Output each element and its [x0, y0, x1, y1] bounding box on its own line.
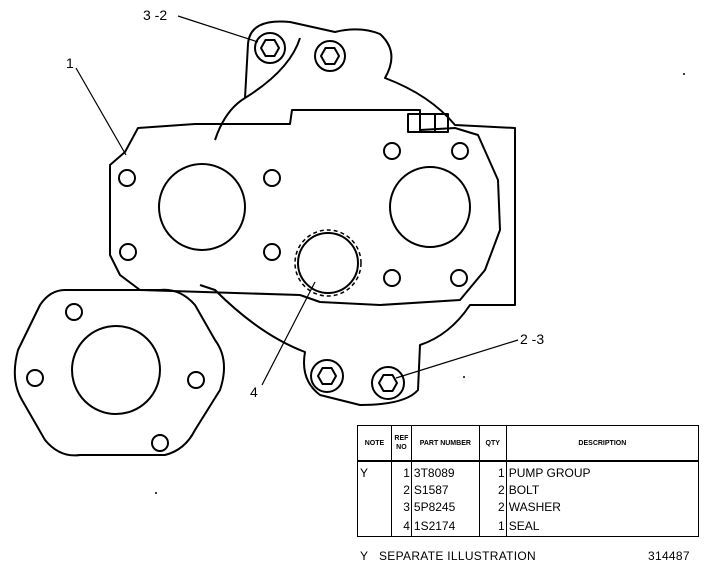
cell-qty: 1: [478, 461, 507, 482]
leader-1: [75, 67, 127, 156]
hole: [383, 142, 401, 160]
cell-qty: 2: [478, 499, 507, 516]
bolt-washer: [310, 359, 344, 393]
bore-right: [389, 166, 471, 248]
bolt-head: [317, 367, 337, 385]
table-row: 4 1S2174 1 SEAL: [357, 516, 700, 537]
header-note: NOTE: [357, 425, 392, 462]
bolt-head: [320, 47, 340, 65]
leader-2-3: [395, 339, 519, 379]
table-row: Y 1 3T8089 1 PUMP GROUP: [357, 461, 700, 482]
bore-left: [158, 163, 246, 251]
cell-part: 1S2174: [410, 516, 480, 537]
cell-qty: 1: [478, 516, 507, 537]
cell-part: 5P8245: [410, 499, 480, 516]
hole: [451, 142, 469, 160]
rear-housing: [199, 20, 516, 406]
hole: [383, 269, 401, 287]
hole: [187, 371, 205, 389]
header-part-number: PART NUMBER: [410, 425, 480, 462]
hole: [65, 303, 83, 321]
front-flange: [109, 109, 501, 306]
cell-ref: 4: [390, 516, 412, 537]
cell-qty: 2: [478, 482, 507, 499]
fitting: [407, 113, 449, 133]
parts-table: NOTE REF NO PART NUMBER QTY DESCRIPTION …: [357, 425, 700, 537]
cell-desc: BOLT: [505, 482, 700, 499]
hole: [26, 369, 44, 387]
cell-ref: 1: [390, 461, 412, 482]
bolt-head: [260, 39, 280, 57]
table-row: 2 S1587 2 BOLT: [357, 482, 700, 499]
leader-3-2: [177, 15, 259, 43]
dot: [463, 376, 465, 378]
leader-4: [261, 281, 316, 386]
top-ear: [244, 37, 301, 99]
hole: [263, 169, 281, 187]
callout-4: 4: [250, 384, 258, 400]
cell-part: 3T8089: [410, 461, 480, 482]
cell-desc: SEAL: [505, 516, 700, 537]
bolt-head: [378, 374, 398, 392]
callout-1: 1: [66, 55, 74, 71]
hole: [118, 169, 136, 187]
seal-outer: [294, 229, 362, 297]
cell-ref: 2: [390, 482, 412, 499]
rear-housing-left-edge: [214, 97, 246, 141]
illustration-number: 314487: [648, 549, 690, 563]
cell-desc: WASHER: [505, 499, 700, 516]
footer-note: Y SEPARATE ILLUSTRATION: [360, 549, 536, 563]
header-description: DESCRIPTION: [505, 425, 700, 462]
bolt-washer: [314, 40, 346, 72]
hole: [151, 434, 169, 452]
table-header-row: NOTE REF NO PART NUMBER QTY DESCRIPTION: [357, 425, 700, 462]
bolt-washer: [254, 32, 286, 64]
hole: [119, 243, 137, 261]
cell-note: Y: [357, 461, 392, 482]
hole: [450, 269, 468, 287]
cell-note: [357, 499, 392, 516]
callout-2-3: 2 -3: [520, 331, 545, 347]
cell-part: S1587: [410, 482, 480, 499]
hole: [263, 243, 281, 261]
table-row: 3 5P8245 2 WASHER: [357, 499, 700, 516]
cell-desc: PUMP GROUP: [505, 461, 700, 482]
cell-note: [357, 482, 392, 499]
bolt-washer: [371, 366, 405, 400]
header-qty: QTY: [478, 425, 507, 462]
bore-lower: [71, 325, 161, 415]
cell-ref: 3: [390, 499, 412, 516]
callout-3-2: 3 -2: [143, 7, 168, 23]
cell-note: [357, 516, 392, 537]
dot: [683, 73, 685, 75]
lower-flange: [13, 288, 225, 457]
header-ref-no: REF NO: [390, 425, 412, 462]
dot: [155, 492, 157, 494]
seal-inner: [297, 232, 359, 294]
